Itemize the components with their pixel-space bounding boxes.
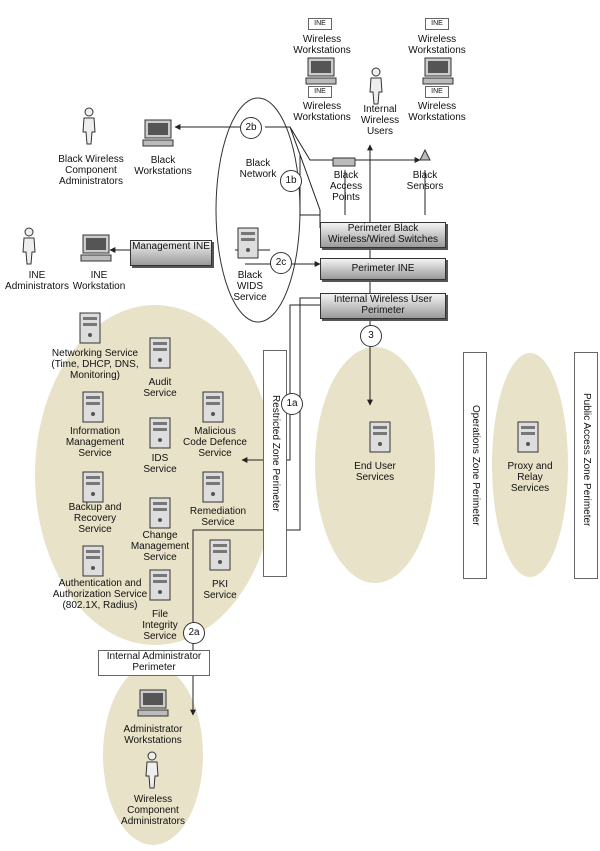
ine-tag-2: INE xyxy=(425,18,449,30)
marker-1b: 1b xyxy=(280,170,302,192)
black-sensors-label: Black Sensors xyxy=(406,170,444,192)
wireless-ws-pc-icon-2 xyxy=(422,57,454,85)
sensor-icon xyxy=(419,148,431,161)
backup-server-icon xyxy=(82,471,104,503)
remediation-server-icon xyxy=(202,471,224,503)
networking-server-icon xyxy=(79,312,101,344)
black-network-label: Black Network xyxy=(239,158,277,180)
audit-server-icon xyxy=(149,337,171,369)
wireless-admins-label: Wireless Component Administrators xyxy=(121,794,185,827)
black-workstations-label: Black Workstations xyxy=(134,155,192,177)
ine-tag-3: INE xyxy=(308,86,332,98)
ine-tag-4: INE xyxy=(425,86,449,98)
restricted-zone-perimeter xyxy=(263,350,287,577)
end-user-zone-ellipse xyxy=(315,347,435,583)
wireless-ws-label-1: Wireless Workstations xyxy=(293,34,351,56)
networking-service-label: Networking Service (Time, DHCP, DNS, Mon… xyxy=(51,348,139,381)
internal-users-person-icon xyxy=(369,67,383,105)
malicious-server-icon xyxy=(202,391,224,423)
restricted-zone-label: Restricted Zone Perimeter xyxy=(270,395,281,512)
change-mgmt-server-icon xyxy=(149,497,171,529)
ine-admins-label: INE Administrators xyxy=(5,270,69,292)
black-admin-person-icon xyxy=(82,107,96,145)
info-mgmt-service-label: Information Management Service xyxy=(65,426,125,459)
admin-workstations-label: Administrator Workstations xyxy=(123,724,183,746)
wireless-ws-label-4: Wireless Workstations xyxy=(408,101,466,123)
file-integrity-service-label: File Integrity Service xyxy=(142,609,178,642)
perimeter-black-box: Perimeter Black Wireless/Wired Switches xyxy=(320,222,446,248)
pki-server-icon xyxy=(209,539,231,571)
end-user-services-label: End User Services xyxy=(354,461,396,483)
admin-ws-pc-icon xyxy=(137,689,169,717)
wireless-ws-pc-icon xyxy=(305,57,337,85)
marker-2b: 2b xyxy=(240,117,262,139)
internal-users-label: Internal Wireless Users xyxy=(360,104,400,137)
public-access-zone-perimeter xyxy=(574,352,598,579)
marker-2c: 2c xyxy=(270,252,292,274)
black-wids-label: Black WIDS Service xyxy=(233,270,267,303)
malicious-code-service-label: Malicious Code Defence Service xyxy=(183,426,247,459)
ids-service-label: IDS Service xyxy=(143,453,177,475)
ine-admin-person-icon xyxy=(22,227,36,265)
black-admins-label: Black Wireless Component Administrators xyxy=(58,154,124,187)
ids-server-icon xyxy=(149,417,171,449)
internal-admin-perimeter-box: Internal Administrator Perimeter xyxy=(98,650,210,676)
ine-tag-1: INE xyxy=(308,18,332,30)
ine-workstation-pc-icon xyxy=(80,234,112,262)
auth-service-label: Authentication and Authorization Service… xyxy=(52,578,148,611)
proxy-server-icon xyxy=(517,421,539,453)
wids-server-icon xyxy=(237,227,259,259)
end-user-server-icon xyxy=(369,421,391,453)
public-access-zone-label: Public Access Zone Perimeter xyxy=(581,393,592,527)
perimeter-ine-box: Perimeter INE xyxy=(320,258,446,280)
operations-zone-perimeter xyxy=(463,352,487,579)
internal-wireless-perimeter-box: Internal Wireless User Perimeter xyxy=(320,293,446,319)
operations-zone-label: Operations Zone Perimeter xyxy=(470,405,481,526)
access-point-icon xyxy=(332,157,356,167)
marker-3: 3 xyxy=(360,325,382,347)
proxy-zone-ellipse xyxy=(492,353,568,577)
management-ine-box: Management INE xyxy=(130,240,212,266)
remediation-service-label: Remediation Service xyxy=(189,506,247,528)
backup-service-label: Backup and Recovery Service xyxy=(68,502,122,535)
marker-2a: 2a xyxy=(183,622,205,644)
info-mgmt-server-icon xyxy=(82,391,104,423)
auth-server-icon xyxy=(82,545,104,577)
black-access-points-label: Black Access Points xyxy=(329,170,363,203)
pki-service-label: PKI Service xyxy=(203,579,237,601)
black-workstation-pc-icon xyxy=(142,119,174,147)
marker-1a: 1a xyxy=(281,393,303,415)
wireless-ws-label-3: Wireless Workstations xyxy=(293,101,351,123)
proxy-relay-services-label: Proxy and Relay Services xyxy=(507,461,553,494)
wireless-ws-label-2: Wireless Workstations xyxy=(408,34,466,56)
change-mgmt-service-label: Change Management Service xyxy=(130,530,190,563)
ine-workstation-label: INE Workstation xyxy=(72,270,126,292)
audit-service-label: Audit Service xyxy=(143,377,177,399)
